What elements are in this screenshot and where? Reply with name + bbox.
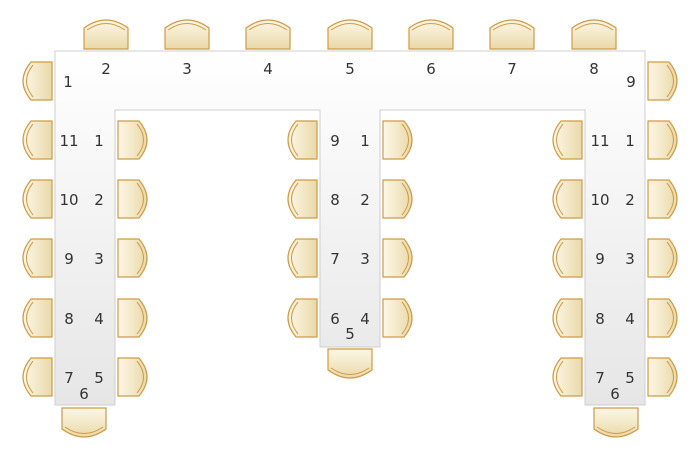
chair-icon <box>382 298 413 338</box>
right-inner-seat-label: 3 <box>625 250 635 268</box>
chair-icon <box>22 179 53 219</box>
right-inner-seat-label: 1 <box>625 132 635 150</box>
right-inner-seat-label: 2 <box>625 191 635 209</box>
right-outer-seat-label: 8 <box>595 310 605 328</box>
chair-icon <box>245 19 291 50</box>
head-seat-5-label: 5 <box>345 60 355 78</box>
chair-icon <box>593 407 639 438</box>
right-leg-labels: 11 10 9 8 7 1 2 3 4 5 6 <box>590 132 634 403</box>
chair-icon <box>647 238 678 278</box>
head-seat-4-label: 4 <box>263 60 273 78</box>
left-inner-seat-label: 2 <box>94 191 104 209</box>
head-table-labels: 1 2 3 4 5 6 7 8 9 <box>63 60 636 91</box>
center-outer-seat-label: 9 <box>330 132 340 150</box>
chair-icon <box>287 298 318 338</box>
chair-icon <box>647 179 678 219</box>
right-outer-seat-label: 7 <box>595 369 605 387</box>
chair-icon <box>61 407 107 438</box>
center-inner-seat-label: 3 <box>360 250 370 268</box>
chair-icon <box>647 61 678 101</box>
left-outer-seat-label: 10 <box>59 191 78 209</box>
center-inner-seat-label: 1 <box>360 132 370 150</box>
chair-icon <box>117 238 148 278</box>
chair-icon <box>552 120 583 160</box>
chair-icon <box>22 357 53 397</box>
chair-icon <box>83 19 129 50</box>
chair-icon <box>382 238 413 278</box>
chair-icon <box>647 357 678 397</box>
center-outer-seat-label: 8 <box>330 191 340 209</box>
right-end-seat-label: 6 <box>610 385 620 403</box>
chair-icon <box>287 120 318 160</box>
left-end-seat-label: 6 <box>79 385 89 403</box>
left-inner-seat-label: 4 <box>94 310 104 328</box>
center-end-seat-label: 5 <box>345 325 355 343</box>
chair-icon <box>287 179 318 219</box>
left-inner-seat-label: 3 <box>94 250 104 268</box>
right-outer-seat-label: 9 <box>595 250 605 268</box>
left-outer-seat-label: 9 <box>64 250 74 268</box>
head-seat-7-label: 7 <box>507 60 517 78</box>
center-inner-seat-label: 4 <box>360 310 370 328</box>
head-seat-1-label: 1 <box>63 73 73 91</box>
chair-icon <box>552 238 583 278</box>
chair-icon <box>382 120 413 160</box>
chair-icon <box>287 238 318 278</box>
head-seat-2-label: 2 <box>101 60 111 78</box>
chair-icon <box>552 357 583 397</box>
chairs <box>22 19 678 438</box>
chair-icon <box>571 19 617 50</box>
head-seat-8-label: 8 <box>589 60 599 78</box>
chair-icon <box>22 61 53 101</box>
chair-icon <box>164 19 210 50</box>
chair-icon <box>408 19 454 50</box>
chair-icon <box>647 120 678 160</box>
head-seat-6-label: 6 <box>426 60 436 78</box>
chair-icon <box>117 179 148 219</box>
chair-icon <box>117 357 148 397</box>
chair-icon <box>552 298 583 338</box>
left-inner-seat-label: 5 <box>94 369 104 387</box>
center-leg-labels: 9 8 7 6 1 2 3 4 5 <box>330 132 370 343</box>
chair-icon <box>382 179 413 219</box>
right-outer-seat-label: 10 <box>590 191 609 209</box>
chair-icon <box>22 238 53 278</box>
chair-icon <box>117 298 148 338</box>
left-outer-seat-label: 8 <box>64 310 74 328</box>
chair-icon <box>647 298 678 338</box>
center-outer-seat-label: 6 <box>330 310 340 328</box>
chair-icon <box>327 348 373 379</box>
right-inner-seat-label: 4 <box>625 310 635 328</box>
head-seat-9-label: 9 <box>626 73 636 91</box>
chair-icon <box>117 120 148 160</box>
center-outer-seat-label: 7 <box>330 250 340 268</box>
center-inner-seat-label: 2 <box>360 191 370 209</box>
left-leg-labels: 11 10 9 8 7 1 2 3 4 5 6 <box>59 132 103 403</box>
chair-icon <box>552 179 583 219</box>
left-inner-seat-label: 1 <box>94 132 104 150</box>
right-outer-seat-label: 11 <box>590 132 609 150</box>
chair-icon <box>22 298 53 338</box>
right-inner-seat-label: 5 <box>625 369 635 387</box>
chair-icon <box>327 19 373 50</box>
left-outer-seat-label: 11 <box>59 132 78 150</box>
left-outer-seat-label: 7 <box>64 369 74 387</box>
table-top-section <box>54 50 646 406</box>
chair-icon <box>489 19 535 50</box>
chair-icon <box>22 120 53 160</box>
head-seat-3-label: 3 <box>182 60 192 78</box>
